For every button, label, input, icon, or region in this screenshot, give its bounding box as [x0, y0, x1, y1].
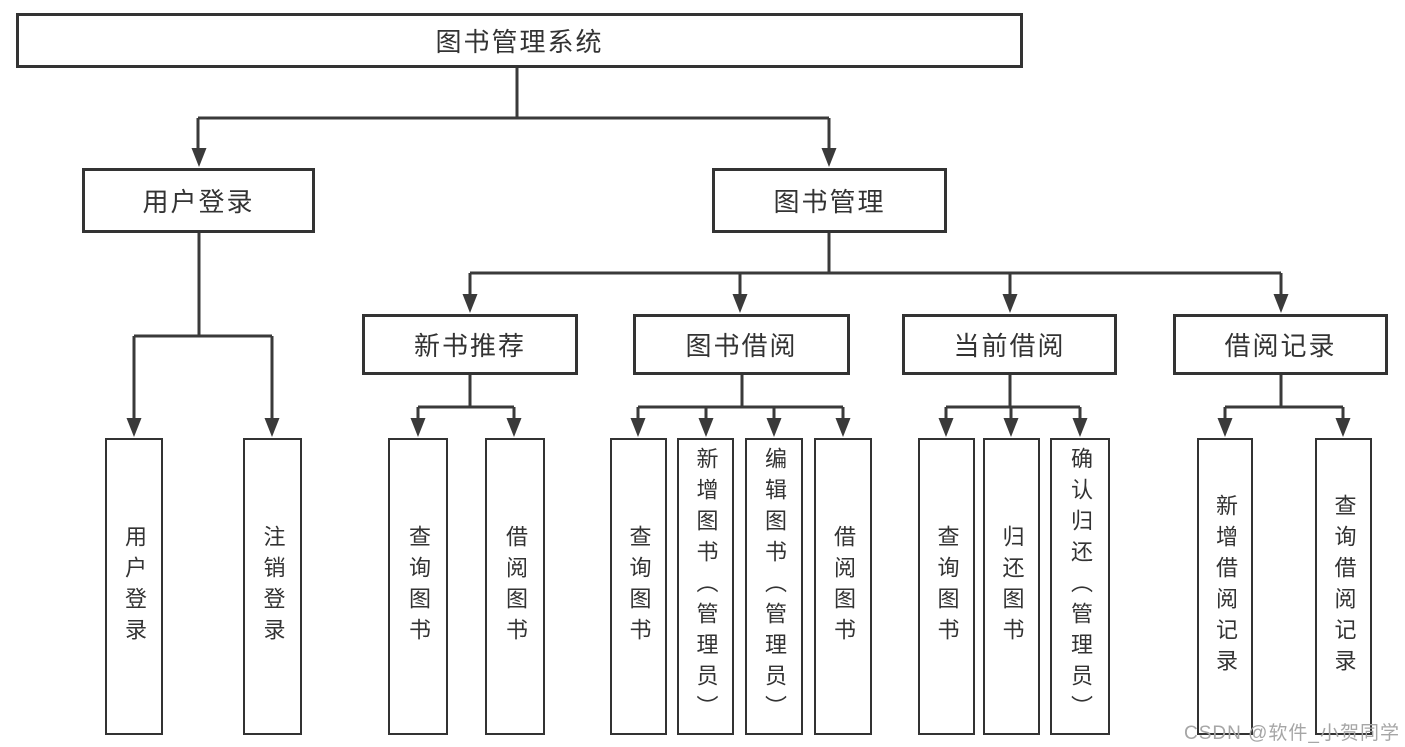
node-book-management: 图书管理 — [712, 168, 947, 233]
leaf-add-book-admin: 新增图书（管理员） — [677, 438, 734, 735]
leaf-query-books-borrowing: 查询图书 — [610, 438, 667, 735]
node-label: 查询图书 — [934, 524, 960, 649]
node-book-borrowing: 图书借阅 — [633, 314, 850, 375]
node-label: 图书借阅 — [685, 331, 798, 361]
arrowhead-icon — [126, 148, 1351, 437]
node-label: 查询图书 — [406, 524, 431, 649]
node-label: 当前借阅 — [953, 331, 1066, 361]
leaf-borrow-books-borrowing: 借阅图书 — [814, 438, 872, 735]
node-current-borrowing: 当前借阅 — [902, 314, 1117, 375]
leaf-user-login: 用户登录 — [105, 438, 163, 735]
node-new-book-recommendation: 新书推荐 — [362, 314, 578, 375]
node-borrowing-records: 借阅记录 — [1173, 314, 1388, 375]
node-label: 查询借阅记录 — [1331, 493, 1357, 680]
node-label: 借阅图书 — [831, 524, 856, 649]
node-label: 归还图书 — [999, 524, 1025, 649]
leaf-add-borrow-record: 新增借阅记录 — [1197, 438, 1253, 735]
node-label: 借阅记录 — [1224, 331, 1337, 361]
leaf-logout-login: 注销登录 — [243, 438, 302, 735]
leaf-edit-book-admin: 编辑图书（管理员） — [745, 438, 803, 735]
watermark: CSDN @软件_小贺同学 — [1184, 723, 1400, 744]
leaf-query-borrow-record: 查询借阅记录 — [1315, 438, 1372, 735]
node-label: 新增图书（管理员） — [693, 447, 719, 726]
node-label: 图书管理 — [773, 187, 886, 217]
node-label: 注销登录 — [260, 524, 286, 649]
leaf-query-books-current: 查询图书 — [918, 438, 975, 735]
node-label: 编辑图书（管理员） — [762, 447, 787, 726]
node-user-login: 用户登录 — [82, 168, 315, 233]
node-label: 新增借阅记录 — [1213, 493, 1238, 680]
leaf-borrow-books-recommend: 借阅图书 — [485, 438, 545, 735]
node-label: 借阅图书 — [503, 524, 528, 649]
node-label: 用户登录 — [142, 187, 255, 217]
node-label: 查询图书 — [626, 524, 652, 649]
connector-path — [132, 68, 1345, 420]
node-library-system: 图书管理系统 — [16, 13, 1023, 68]
node-label: 新书推荐 — [413, 331, 526, 361]
node-label: 确认归还（管理员） — [1068, 447, 1093, 726]
leaf-query-books-recommend: 查询图书 — [388, 438, 448, 735]
node-label: 图书管理系统 — [435, 27, 604, 57]
leaf-return-books: 归还图书 — [983, 438, 1040, 735]
node-label: 用户登录 — [122, 524, 147, 649]
leaf-confirm-return-admin: 确认归还（管理员） — [1050, 438, 1110, 735]
